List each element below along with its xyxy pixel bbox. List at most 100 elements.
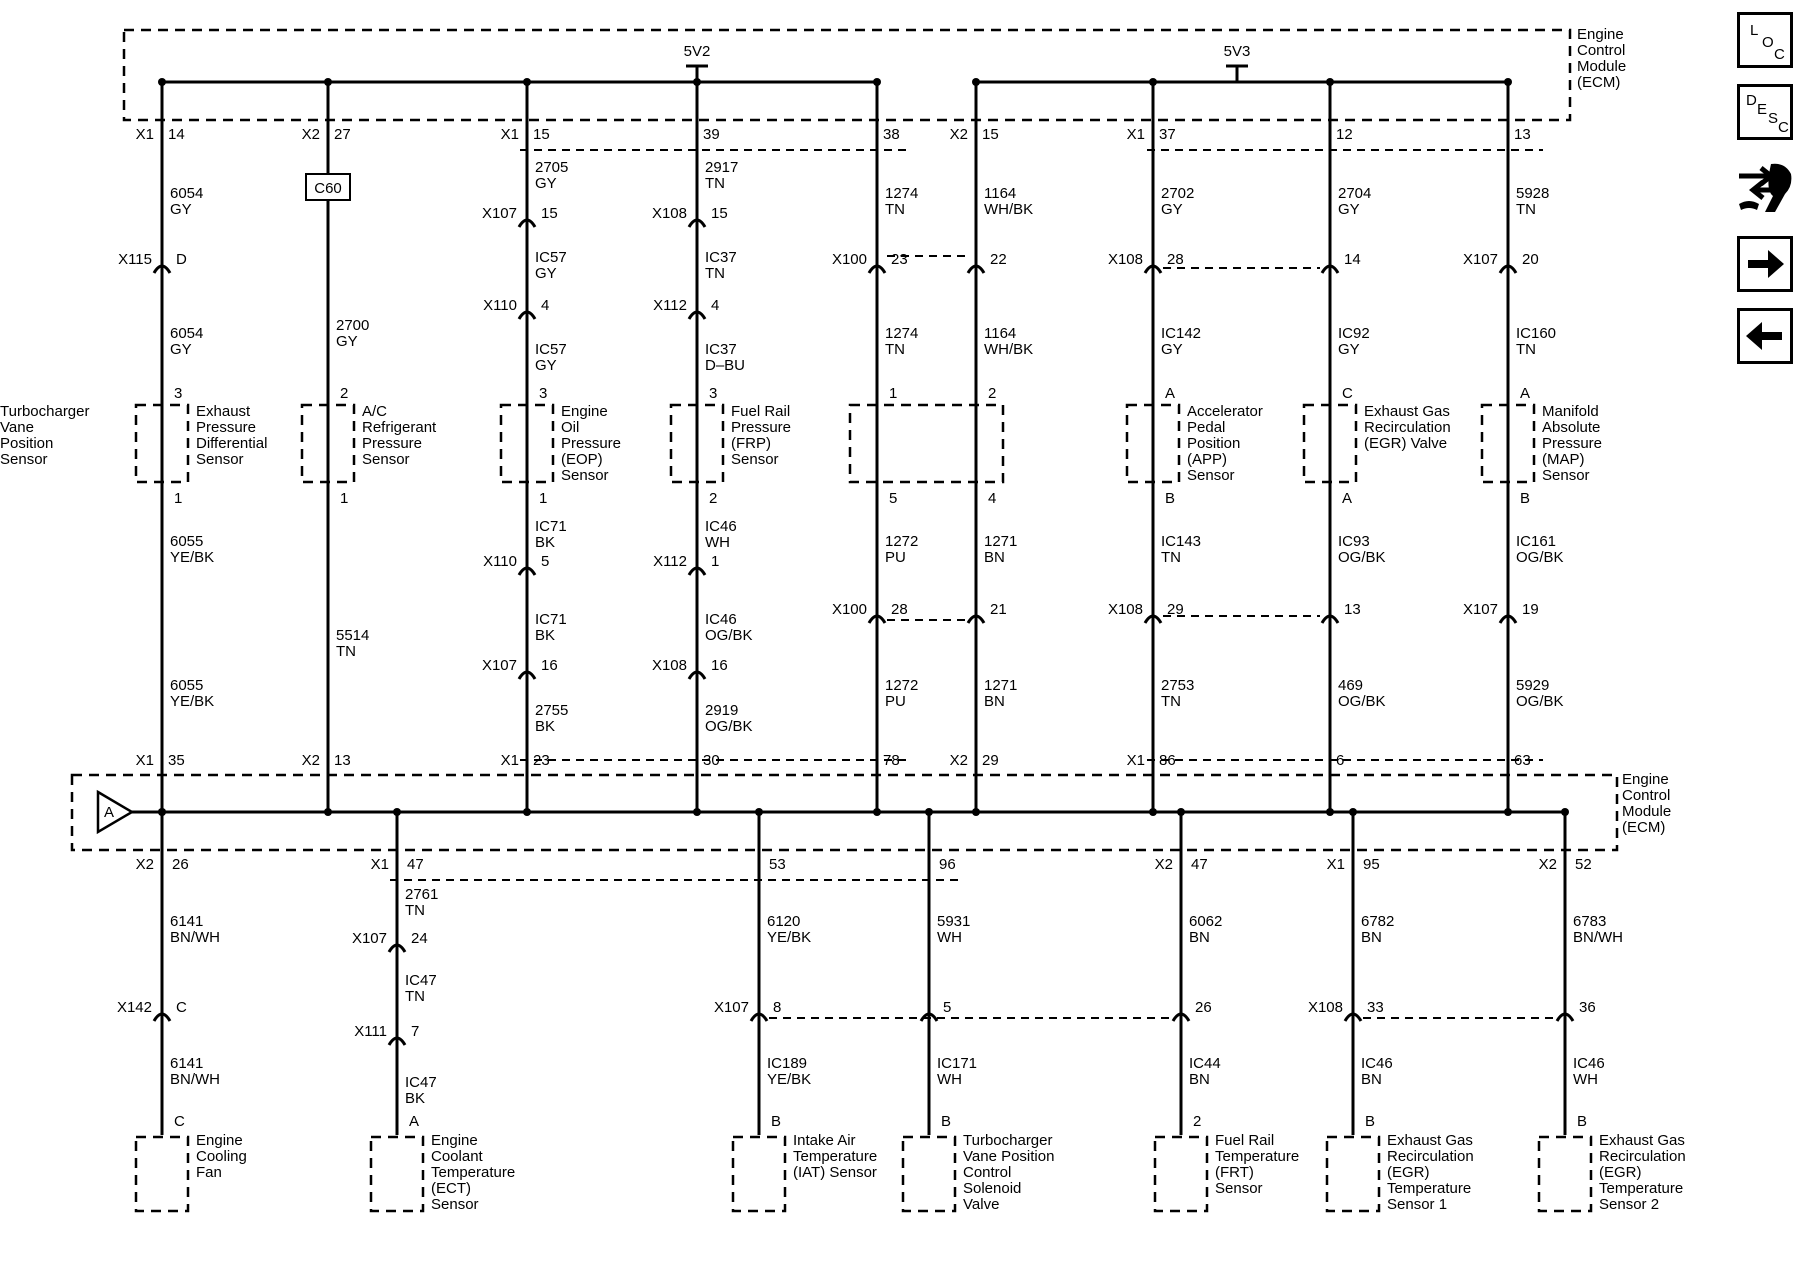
top-circuit-2-c2-name: X110 [483, 297, 517, 314]
bottom-circuit-5-sensor-box [1325, 1135, 1381, 1213]
top-circuit-6-c3-pin: 29 [1167, 601, 1184, 618]
location-button[interactable]: L O C [1737, 12, 1793, 68]
top-circuit-2-c4-pin: 16 [541, 657, 558, 674]
top-circuit-3-c4-connector [687, 670, 707, 680]
top-circuit-4-c3-name: X100 [832, 601, 867, 618]
top-circuit-4-up-pin: 38 [883, 126, 900, 143]
top-sensor-7-name-line-0: Manifold [1542, 403, 1599, 420]
top-circuit-6-seg-0-color: GY [1161, 201, 1183, 218]
top-circuit-2-c4-connector [517, 670, 537, 680]
bottom-circuit-6-seg-0-color: BN/WH [1573, 929, 1623, 946]
bottom-circuit-3-sensor-name-line-3: Solenoid [963, 1180, 1021, 1197]
top-circuit-8-c1-connector [1498, 264, 1518, 274]
top-circuit-0-seg-0-circuit: 6054 [170, 185, 203, 202]
top-circuit-4-c1-pin: 23 [891, 251, 908, 268]
service-tool-icon[interactable] [1735, 160, 1795, 218]
top-circuit-8-c3-connector [1498, 614, 1518, 624]
top-circuit-2-c3-connector [517, 566, 537, 576]
bottom-circuit-1-c1-connector [387, 943, 407, 953]
bottom-circuit-1-c2-pin: 7 [411, 1023, 419, 1040]
bottom-circuit-2-sensor-pin: B [771, 1113, 781, 1130]
top-sensor-6-name-line-1: Recirculation [1364, 419, 1451, 436]
top-circuit-3-seg-5-circuit: 2919 [705, 702, 738, 719]
bottom-circuit-1-c2-name: X111 [354, 1023, 387, 1040]
top-circuit-1-top-node [324, 78, 332, 86]
next-page-button[interactable] [1737, 236, 1793, 292]
top-circuit-3-seg-4-circuit: IC46 [705, 611, 737, 628]
top-circuit-3-sensor-pin-top: 3 [709, 385, 717, 402]
top-circuit-1-sensor-pin-bottom: 1 [340, 490, 348, 507]
bottom-circuit-1-seg-0-circuit: 2761 [405, 886, 438, 903]
ecm-bottom-label-line-2: Module [1622, 803, 1671, 820]
bottom-circuit-3-seg-1-color: WH [937, 1071, 962, 1088]
top-circuit-7-seg-2-circuit: IC93 [1338, 533, 1370, 550]
top-circuit-3-low-pin: 30 [703, 752, 720, 769]
top-circuit-6-c3-connector [1143, 614, 1163, 624]
top-circuit-2-seg-2-circuit: IC57 [535, 341, 567, 358]
bottom-circuit-5-c1-name: X108 [1308, 999, 1343, 1016]
top-circuit-0-seg-2-circuit: 6055 [170, 533, 203, 550]
top-circuit-3-c2-name: X112 [653, 297, 687, 314]
top-circuit-2-sensor-pin-bottom: 1 [539, 490, 547, 507]
bottom-circuit-4-c1-connector [1171, 1012, 1191, 1022]
top-circuit-6-seg-3-circuit: 2753 [1161, 677, 1194, 694]
bottom-circuit-0-sensor-box [134, 1135, 190, 1213]
bottom-circuit-5-sensor-name-line-0: Exhaust Gas [1387, 1132, 1473, 1149]
top-circuit-8-sensor-pin-top: A [1520, 385, 1530, 402]
top-circuit-4-seg-0-color: TN [885, 201, 905, 218]
bottom-circuit-3-seg-0-color: WH [937, 929, 962, 946]
bottom-circuit-1-sensor-pin: A [409, 1113, 419, 1130]
top-circuit-6-up-pin: 37 [1159, 126, 1176, 143]
top-circuit-6-seg-0-circuit: 2702 [1161, 185, 1194, 202]
top-circuit-7-seg-3-color: OG/BK [1338, 693, 1386, 710]
previous-page-button[interactable] [1737, 308, 1793, 364]
top-circuit-8-c1-pin: 20 [1522, 251, 1539, 268]
top-circuit-4-c1-connector [867, 264, 887, 274]
sensor-box-turbo-vane [1480, 403, 1536, 484]
bottom-circuit-0-bus-node [158, 808, 166, 816]
top-circuit-7-sensor-pin-top: C [1342, 385, 1353, 402]
top-circuit-5-c1-connector [966, 264, 986, 274]
loc-letter-o: O [1762, 34, 1774, 51]
top-circuit-4-seg-1-circuit: 1274 [885, 325, 918, 342]
top-circuit-3-sensor-pin-bottom: 2 [709, 490, 717, 507]
top-circuit-7-seg-1-circuit: IC92 [1338, 325, 1370, 342]
top-circuit-6-sensor-pin-top: A [1165, 385, 1175, 402]
top-circuit-7-c1-pin: 14 [1344, 251, 1361, 268]
top-circuit-6-seg-1-color: GY [1161, 341, 1183, 358]
top-circuit-7-bus-node [1326, 808, 1334, 816]
splice-c60-box [305, 173, 351, 201]
top-circuit-3-c4-pin: 16 [711, 657, 728, 674]
bottom-circuit-6-sensor-name-line-0: Exhaust Gas [1599, 1132, 1685, 1149]
bottom-circuit-1-seg-1-circuit: IC47 [405, 972, 437, 989]
top-circuit-4-top-node [873, 78, 881, 86]
top-circuit-4-sensor-pin-bottom: 5 [889, 490, 897, 507]
top-circuit-0-c1-pin: D [176, 251, 187, 268]
top-circuit-4-low-pin: 78 [883, 752, 900, 769]
top-sensor-8-name-line-3: Sensor [0, 451, 48, 468]
top-circuit-4-sensor-pin-top: 1 [889, 385, 897, 402]
bottom-circuit-4-sensor-box [1153, 1135, 1209, 1213]
ecm-top-label-line-3: (ECM) [1577, 74, 1620, 91]
top-circuit-4-seg-2-circuit: 1272 [885, 533, 918, 550]
bottom-circuit-0-c1-name: X142 [117, 999, 152, 1016]
top-circuit-7-seg-2-color: OG/BK [1338, 549, 1386, 566]
top-circuit-7-seg-0-circuit: 2704 [1338, 185, 1371, 202]
top-circuit-7-low-pin: 6 [1336, 752, 1344, 769]
top-circuit-3-c3-pin: 1 [711, 553, 719, 570]
top-circuit-4-seg-1-color: TN [885, 341, 905, 358]
top-circuit-5-seg-3-color: BN [984, 693, 1005, 710]
bottom-circuit-6-bus-node [1561, 808, 1569, 816]
bottom-circuit-4-c1-pin: 26 [1195, 999, 1212, 1016]
bottom-circuit-5-conn: X1 [1327, 856, 1345, 873]
top-circuit-0-seg-1-circuit: 6054 [170, 325, 203, 342]
bottom-circuit-1-sensor-name-line-1: Coolant [431, 1148, 484, 1165]
description-button[interactable]: D E S C [1737, 84, 1793, 140]
top-sensor-7-name-line-2: Pressure [1542, 435, 1602, 452]
bottom-circuit-5-bus-node [1349, 808, 1357, 816]
top-circuit-6-low-conn: X1 [1127, 752, 1145, 769]
top-circuit-8-seg-2-color: OG/BK [1516, 549, 1564, 566]
top-sensor-5-name-line-0: Accelerator [1187, 403, 1263, 420]
top-circuit-1-seg-1-circuit: 5514 [336, 627, 369, 644]
top-circuit-0-c2-pin: H [176, 0, 187, 4]
